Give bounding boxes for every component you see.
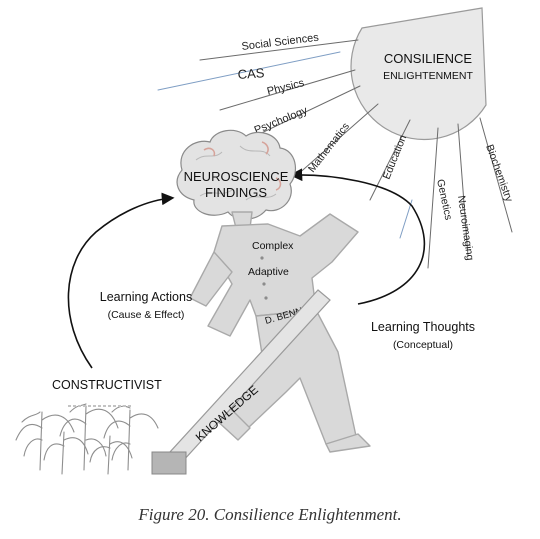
corn-plant — [15, 411, 75, 471]
corn-plant — [59, 405, 119, 471]
ray-line — [199, 39, 359, 61]
sun-subtitle: ENLIGHTENMENT — [383, 70, 473, 82]
corn-plant — [89, 435, 133, 475]
ray-label-cas: CAS — [237, 65, 265, 82]
ray-line — [295, 103, 379, 177]
right-cycle-arrow — [289, 168, 426, 305]
corn-plant — [103, 409, 159, 471]
ray-label-mathematics: Mathematics — [306, 121, 352, 175]
left-cycle-arrow — [67, 192, 175, 369]
brain-highlights — [203, 141, 282, 191]
ray-line — [457, 123, 469, 257]
brain-title-line2: FINDINGS — [205, 185, 267, 200]
ray-line — [399, 199, 413, 239]
corn-plant — [43, 431, 89, 475]
brain-title-line1: NEUROSCIENCE — [184, 169, 289, 184]
learning-thoughts-subtitle: (Conceptual) — [393, 339, 453, 351]
learning-actions-title: Learning Actions — [100, 290, 192, 304]
sun-rays — [157, 39, 513, 269]
sun: CONSILIENCE ENLIGHTENMENT — [350, 7, 487, 141]
shirt-label-complex: Complex — [252, 240, 294, 252]
ray-label-neuroimaging: Neuroimaging — [455, 195, 476, 262]
shirt-buttons — [260, 256, 268, 300]
corn-field — [15, 403, 159, 475]
constructivist-label: CONSTRUCTIVIST — [52, 378, 162, 392]
person-figure — [189, 211, 371, 453]
learning-actions-subtitle: (Cause & Effect) — [108, 309, 185, 321]
shirt-button — [262, 282, 266, 286]
sun-shape — [350, 7, 487, 141]
figure-caption: Figure 20. Consilience Enlightenment. — [138, 505, 402, 524]
ray-label-biochemistry: Biochemistry — [483, 143, 515, 204]
ray-line — [219, 69, 356, 111]
ray-label-education: Education — [381, 133, 410, 181]
brain: NEUROSCIENCE FINDINGS — [176, 129, 297, 220]
figure-left-arm — [189, 251, 233, 307]
ray-label-physics: Physics — [266, 77, 306, 98]
shirt-label-adaptive: Adaptive — [248, 266, 289, 278]
ray-line — [157, 51, 341, 91]
figure-right-boot — [325, 433, 371, 453]
sun-title: CONSILIENCE — [384, 51, 472, 66]
ray-line — [427, 127, 439, 269]
shirt-button — [260, 256, 264, 260]
ray-label-genetics: Genetics — [434, 178, 454, 221]
learning-thoughts-title: Learning Thoughts — [371, 320, 475, 334]
hoe-blade — [151, 451, 187, 475]
ray-line — [479, 117, 513, 233]
shirt-button — [264, 296, 268, 300]
brain-folds — [195, 145, 277, 201]
